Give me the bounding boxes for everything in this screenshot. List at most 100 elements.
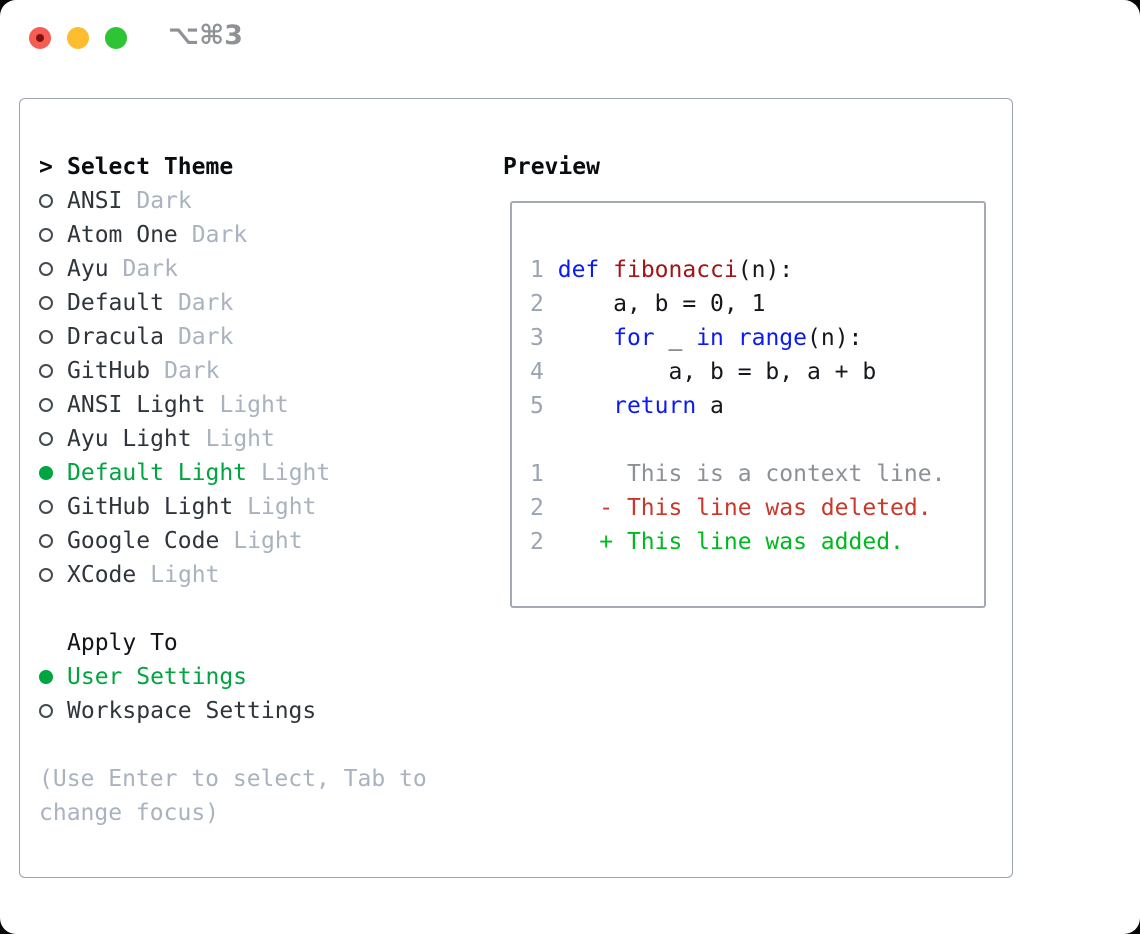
code-content: for _ in range(n): (613, 325, 863, 351)
apply-option-label: User Settings (67, 664, 248, 690)
theme-item[interactable]: GitHub Light Light (39, 490, 474, 524)
theme-badge: Dark (122, 256, 178, 282)
theme-list-title: Select Theme (67, 154, 234, 180)
theme-item[interactable]: Dracula Dark (39, 320, 474, 354)
line-number: 2 (530, 495, 544, 521)
theme-item[interactable]: Default Light Light (39, 456, 474, 490)
spacer (39, 592, 474, 626)
code-line: 2 a, b = 0, 1 (530, 287, 984, 321)
hint-text: (Use Enter to select, Tab to change focu… (39, 766, 427, 826)
radio-icon (39, 704, 53, 718)
theme-badge: Light (150, 562, 220, 588)
code-line: 5 return a (530, 389, 984, 423)
theme-name: GitHub (67, 358, 151, 384)
radio-icon (39, 262, 53, 276)
spacer (530, 423, 984, 457)
code-line: 4 a, b = b, a + b (530, 355, 984, 389)
minimize-button[interactable] (67, 27, 89, 49)
theme-name: Google Code (67, 528, 220, 554)
line-number: 4 (530, 359, 544, 385)
diff-content: This is a context line. (543, 461, 946, 487)
theme-name: Ayu Light (67, 426, 192, 452)
apply-option-label: Workspace Settings (67, 698, 317, 724)
diff-content: + This line was added. (543, 529, 904, 555)
apply-options: User Settings Workspace Settings (39, 660, 474, 728)
theme-badge: Light (247, 494, 317, 520)
theme-badge: Light (205, 426, 275, 452)
diff-content: - This line was deleted. (543, 495, 932, 521)
theme-list: ANSI Dark Atom One Dark Ayu Dark Default… (39, 184, 474, 592)
diff-line: 1 This is a context line. (530, 457, 984, 491)
theme-name: Dracula (67, 324, 164, 350)
radio-icon (39, 534, 53, 548)
radio-icon (39, 432, 53, 446)
line-number: 5 (530, 393, 544, 419)
radio-icon (39, 364, 53, 378)
close-button[interactable] (29, 27, 51, 49)
radio-icon (39, 296, 53, 310)
apply-option[interactable]: Workspace Settings (39, 694, 474, 728)
apply-to-title: Apply To (67, 630, 178, 656)
theme-badge: Dark (177, 324, 234, 350)
prompt-indicator: > (39, 154, 53, 180)
preview-title: Preview (503, 154, 600, 180)
line-number: 2 (530, 291, 544, 317)
code-content: a, b = 0, 1 (543, 291, 766, 317)
theme-badge: Dark (136, 188, 192, 214)
theme-item[interactable]: Google Code Light (39, 524, 474, 558)
radio-icon (39, 398, 53, 412)
main-panel: > Select Theme ANSI Dark Atom One Dark A… (19, 98, 1013, 878)
spacer (530, 219, 984, 253)
line-number: 3 (530, 325, 544, 351)
radio-icon (39, 194, 53, 208)
theme-name: XCode (67, 562, 137, 588)
code-line: 3 for _ in range(n): (530, 321, 984, 355)
radio-icon (39, 500, 53, 514)
theme-name: Atom One (67, 222, 178, 248)
code-content: def fibonacci(n): (557, 257, 794, 283)
diff-line: 2 - This line was deleted. (530, 491, 984, 525)
radio-selected-icon (39, 466, 53, 480)
line-number: 1 (530, 461, 544, 487)
theme-item[interactable]: Atom One Dark (39, 218, 474, 252)
titlebar (29, 27, 127, 49)
theme-name: Ayu (67, 256, 109, 282)
theme-badge: Dark (177, 290, 234, 316)
code-content: a, b = b, a + b (543, 359, 877, 385)
theme-item[interactable]: Default Dark (39, 286, 474, 320)
radio-icon (39, 568, 53, 582)
apply-to-header: Apply To (39, 626, 474, 660)
code-content: return a (613, 393, 724, 419)
theme-name: Default Light (67, 460, 248, 486)
apply-option[interactable]: User Settings (39, 660, 474, 694)
left-column: > Select Theme ANSI Dark Atom One Dark A… (39, 150, 474, 830)
zoom-button[interactable] (105, 27, 127, 49)
theme-badge: Dark (164, 358, 220, 384)
spacer (39, 728, 474, 762)
theme-badge: Light (233, 528, 303, 554)
radio-selected-icon (39, 670, 53, 684)
theme-badge: Dark (191, 222, 248, 248)
theme-item[interactable]: ANSI Light Light (39, 388, 474, 422)
line-number: 2 (530, 529, 544, 555)
theme-item[interactable]: ANSI Dark (39, 184, 474, 218)
theme-name: ANSI Light (67, 392, 206, 418)
radio-icon (39, 228, 53, 242)
theme-item[interactable]: Ayu Dark (39, 252, 474, 286)
theme-name: GitHub Light (67, 494, 234, 520)
theme-list-header: > Select Theme (39, 150, 474, 184)
radio-icon (39, 330, 53, 344)
theme-item[interactable]: XCode Light (39, 558, 474, 592)
theme-badge: Light (261, 460, 331, 486)
theme-item[interactable]: Ayu Light Light (39, 422, 474, 456)
code-line: 1 def fibonacci(n): (530, 253, 984, 287)
diff-block: 1 This is a context line.2 - This line w… (530, 457, 984, 559)
theme-badge: Light (219, 392, 289, 418)
theme-item[interactable]: GitHub Dark (39, 354, 474, 388)
diff-line: 2 + This line was added. (530, 525, 984, 559)
theme-name: Default (67, 290, 164, 316)
theme-name: ANSI (67, 188, 123, 214)
